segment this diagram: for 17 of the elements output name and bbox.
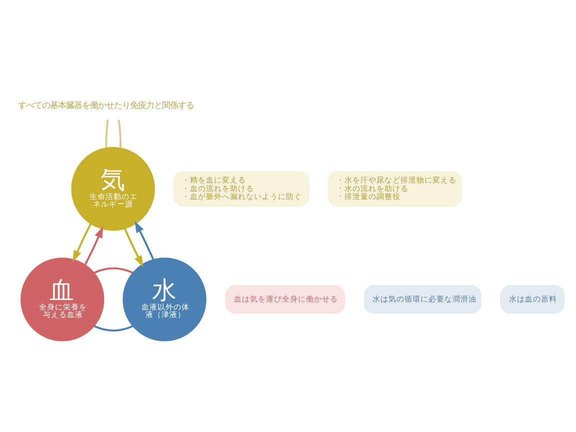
node-text: すべての基本臓器を働かせたり免疫力と関係する bbox=[18, 100, 194, 110]
arrow bbox=[124, 228, 144, 267]
arrow bbox=[84, 226, 104, 265]
node-box: ・精を血に変える ・血の流れを助ける ・血が脈外へ漏れないように防ぐ bbox=[173, 170, 310, 206]
connector bbox=[105, 119, 109, 148]
connector bbox=[94, 266, 134, 274]
node-circle: 気 生命活動のエネルギー源 bbox=[71, 146, 155, 230]
node-box: 血は気を運び全身に働かせる bbox=[225, 284, 346, 314]
arrow bbox=[72, 222, 92, 262]
node-box: 水は気の循環に必要な潤滑油 bbox=[364, 284, 482, 314]
node-box: ・水を汗や尿など排泄物に変える ・水の流れを助ける ・排泄量の調整役 bbox=[328, 170, 462, 206]
arrow bbox=[134, 220, 154, 260]
connector bbox=[118, 119, 122, 148]
node-circle: 血 全身に栄養を与える血液 bbox=[20, 257, 104, 341]
node-box: 水は血の原料 bbox=[500, 284, 565, 314]
connector bbox=[94, 324, 134, 331]
node-circle: 水 血液以外の体液（津液） bbox=[122, 257, 206, 341]
